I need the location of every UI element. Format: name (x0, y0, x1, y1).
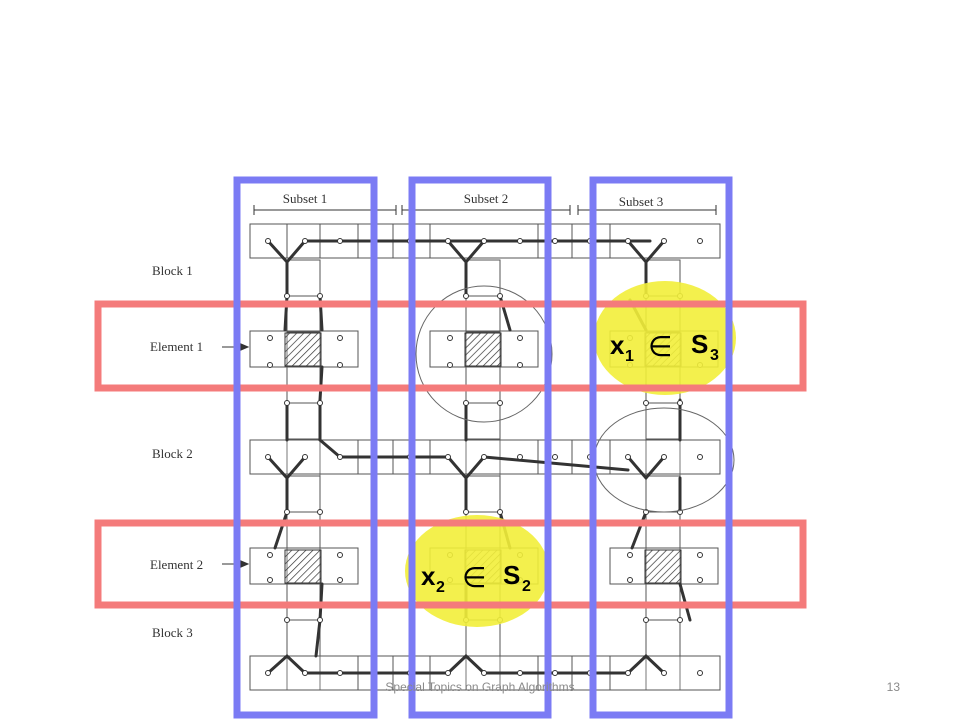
svg-text:S: S (503, 560, 520, 590)
svg-text:∈: ∈ (648, 330, 672, 363)
row-label-block-1: Block 1 (152, 263, 193, 278)
footer-title: Special Topics on Graph Algorithms (385, 680, 575, 694)
highlight-x1-s3 (594, 281, 736, 395)
page-number: 13 (886, 680, 900, 694)
svg-text:2: 2 (522, 578, 531, 595)
element-row-2-highlight (94, 519, 807, 609)
subset-column-2-highlight (408, 176, 552, 719)
subset-column-1-highlight (233, 176, 378, 719)
highlight-x2-s2 (405, 515, 549, 627)
row-label-element-2: Element 2 (150, 557, 203, 572)
annotation-x1-in-s3: x 1 ∈ S 3 (610, 329, 719, 365)
subset-label-3: Subset 3 (619, 194, 663, 209)
row-label-block-3: Block 3 (152, 625, 193, 640)
subset-label-1: Subset 1 (283, 191, 327, 206)
svg-text:∈: ∈ (462, 561, 486, 594)
svg-text:S: S (691, 329, 708, 359)
gadget-circle (415, 285, 553, 423)
subset-column-3-highlight (589, 176, 733, 719)
annotation-x2-in-s2: x 2 ∈ S 2 (421, 560, 531, 596)
subset-label-2: Subset 2 (464, 191, 508, 206)
element-row-1-highlight (94, 300, 807, 392)
row-label-block-2: Block 2 (152, 446, 193, 461)
svg-text:2: 2 (436, 579, 445, 596)
svg-text:3: 3 (710, 347, 719, 364)
row-label-element-1: Element 1 (150, 339, 203, 354)
svg-text:x: x (421, 561, 436, 591)
svg-text:x: x (610, 330, 625, 360)
svg-text:1: 1 (625, 348, 634, 365)
